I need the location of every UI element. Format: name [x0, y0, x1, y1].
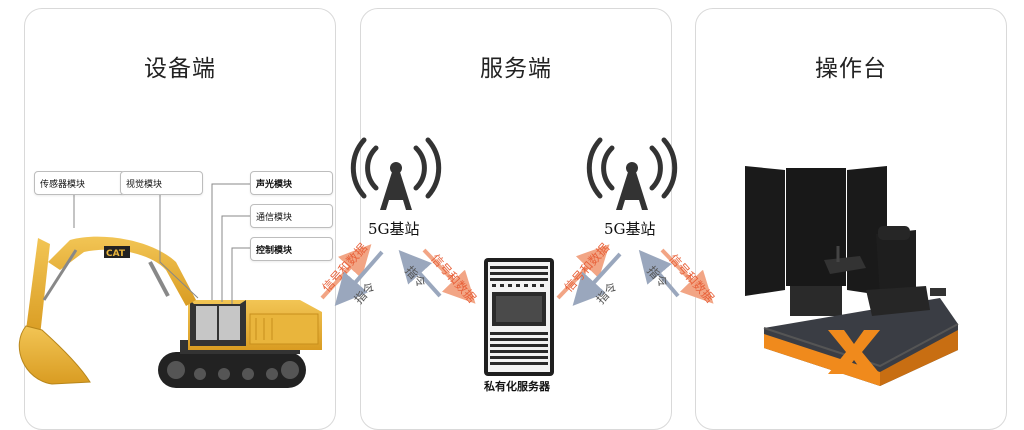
sensor-module-label: 传感器模块 — [34, 171, 125, 195]
station-label-right: 5G基站 — [604, 220, 656, 238]
comm-module-label: 通信模块 — [250, 204, 333, 228]
operator-console-image — [745, 166, 959, 386]
console-panel-title: 操作台 — [815, 56, 887, 82]
antenna-tower-icon-right — [586, 137, 678, 210]
server-label: 私有化服务器 — [484, 380, 550, 393]
server-rack-icon — [484, 258, 554, 376]
device-panel-title: 设备端 — [144, 56, 216, 82]
command-arrow-tower-to-device — [334, 250, 384, 307]
control-module-text: 控制模块 — [256, 245, 293, 256]
command-arrow-server-to-tower — [398, 250, 442, 298]
sound-light-module-label: 声光模块 — [250, 171, 333, 195]
sound-light-module-text: 声光模块 — [256, 179, 293, 190]
signal-arrow-tower-to-server — [422, 248, 476, 304]
vision-module-label: 视觉模块 — [120, 171, 203, 195]
control-module-label: 控制模块 — [250, 237, 333, 261]
antenna-tower-icon-left — [350, 137, 442, 210]
diagram-graphics: CAT — [18, 137, 959, 388]
signal-arrow-tower-to-console — [660, 248, 714, 304]
vision-module-text: 视觉模块 — [126, 179, 163, 190]
station-label-left: 5G基站 — [368, 220, 420, 238]
command-arrow-tower-to-server — [572, 252, 622, 306]
command-arrow-console-to-tower — [638, 249, 680, 298]
excavator-image: CAT — [18, 183, 322, 388]
svg-text:CAT: CAT — [106, 249, 126, 259]
sensor-module-text: 传感器模块 — [40, 179, 86, 190]
server-panel-title: 服务端 — [480, 56, 552, 82]
comm-module-text: 通信模块 — [256, 212, 293, 223]
